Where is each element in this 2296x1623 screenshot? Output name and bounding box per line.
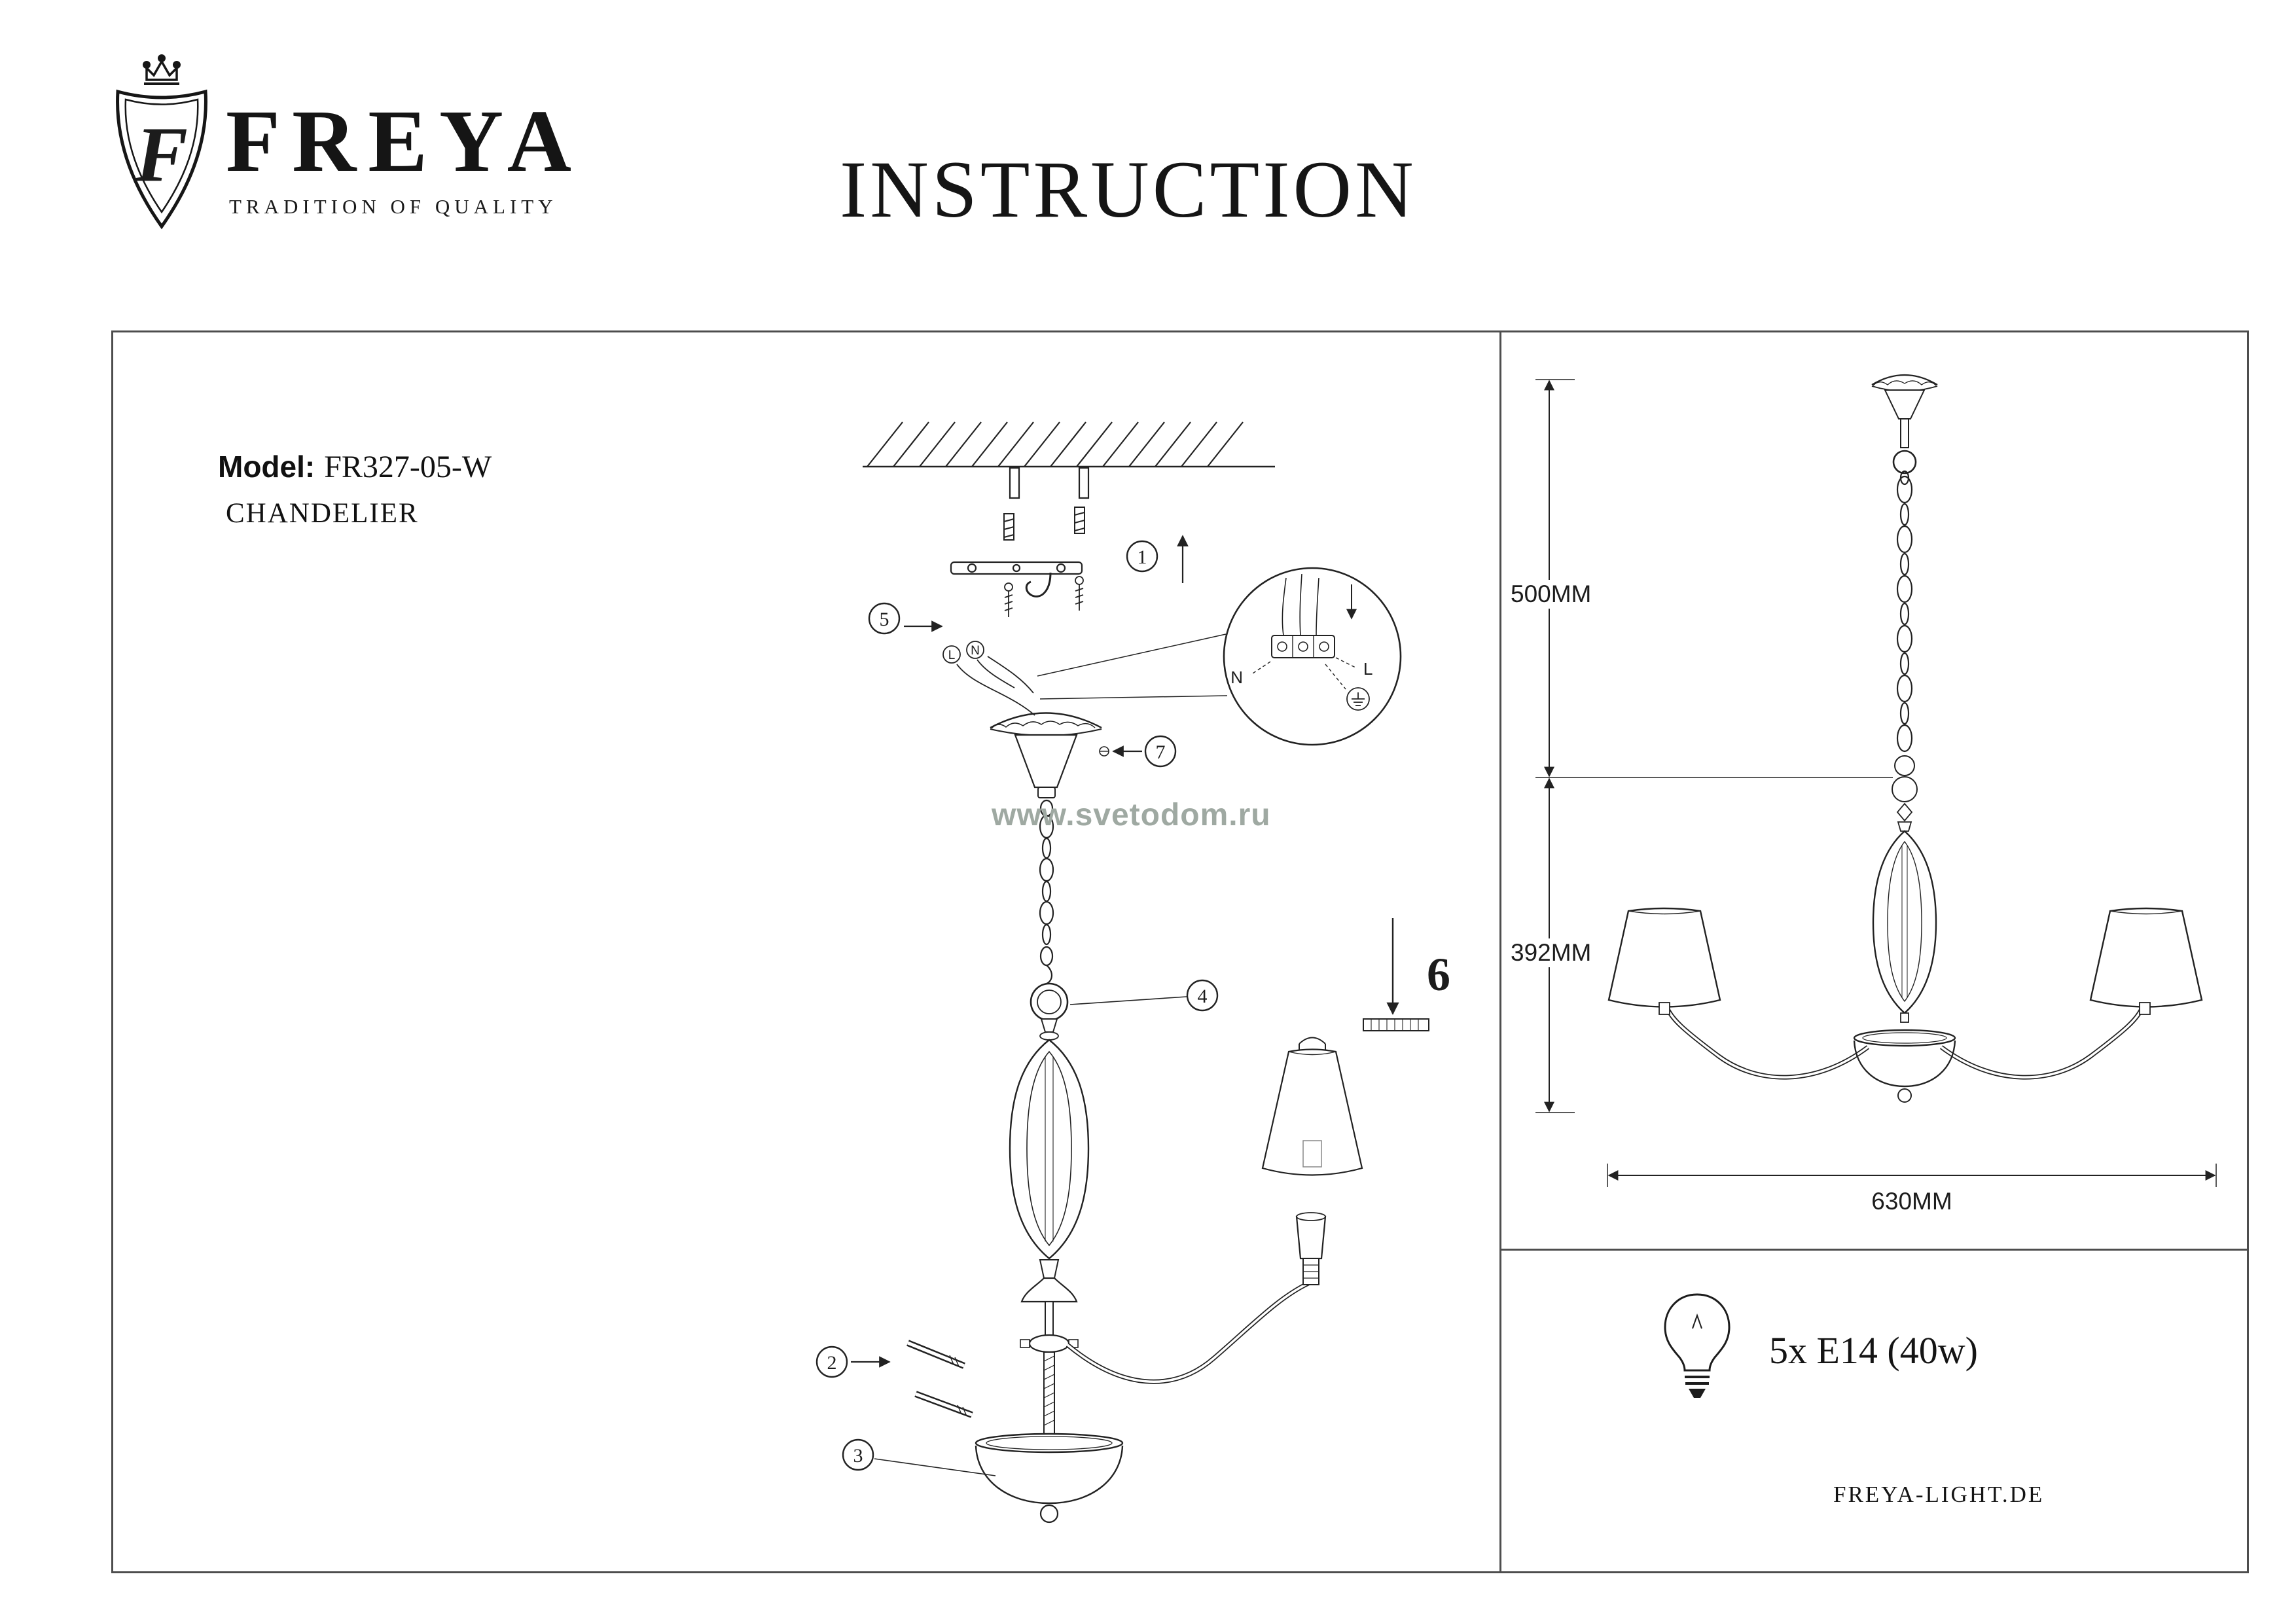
vertical-divider [1499,332,1501,1571]
logo-crest-icon: F [116,54,207,230]
wire-label-l: L [948,649,956,662]
dim-label-630: 630MM [1871,1188,1952,1215]
website-footer: FREYA-LIGHT.DE [1833,1482,2045,1507]
step-number-5: 5 [880,609,889,630]
bulb-spec: 5x E14 (40w) [1769,1329,1978,1372]
mounting-plate [950,561,1083,575]
freya-logo: F [98,51,226,260]
step-number-6: 6 [1427,948,1450,1001]
bottom-bowl [975,1433,1124,1524]
shade-ring [1363,1018,1429,1031]
fixture-ornament [1892,755,1918,822]
arm-pipe-parts [906,1340,973,1418]
arm-drawing [1066,1281,1310,1384]
step-number-3: 3 [853,1445,863,1467]
wiring-detail-circle: N L [1223,567,1402,746]
horizontal-divider [1499,1249,2247,1251]
ceiling-hook [1025,572,1052,597]
assembly-diagram: 1 5 [816,421,1450,1524]
terminal-label-n: N [1230,668,1243,687]
supply-wires [942,641,1035,716]
fixture-canopy [1871,374,1938,474]
logo-letter: F [135,111,188,198]
crown-icon [143,54,181,85]
step-marker-2: 2 [816,1346,891,1378]
step-marker-7: 7 [1099,735,1177,768]
fixture-body [1872,821,1937,1023]
shield-icon [116,89,207,230]
fixture-shades [1607,907,2203,1015]
step-marker-1: 1 [1126,535,1189,583]
brand-tagline: TRADITION OF QUALITY [229,195,558,218]
threaded-rod [1043,1351,1055,1435]
page-title: INSTRUCTION [840,145,1417,234]
brand-name: FREYA [226,92,583,190]
dim-label-bg-392 [1507,938,1593,967]
content-box: Model: FR327-05-W CHANDELIER 1 [111,330,2249,1573]
step-number-4: 4 [1198,986,1208,1007]
body-drawing [1009,1018,1090,1353]
ceiling-hatch [863,421,1275,499]
dim-label-500: 500MM [1511,580,1591,607]
wall-anchors [1003,507,1085,541]
model-label: Model: [218,450,315,484]
step-marker-5: 5 [868,602,943,635]
fixture-chain [1896,470,1913,753]
socket-drawing [1295,1212,1327,1285]
product-type: CHANDELIER [226,498,419,529]
dimension-lines [1535,379,2217,1187]
step-number-1: 1 [1138,546,1147,568]
model-value: FR327-05-W [324,450,492,484]
wire-label-n: N [971,644,980,658]
model-info: Model: FR327-05-W [218,449,492,485]
step-marker-6: 6 [1386,918,1450,1015]
ground-icon [1346,687,1370,711]
terminal-label-l: L [1363,659,1372,679]
detail-leader-bottom [1039,695,1228,700]
step-number-7: 7 [1156,741,1166,763]
dim-label-bg-500 [1507,580,1593,609]
hanging-ring [1030,982,1069,1022]
watermark: www.svetodom.ru [992,798,1271,832]
mounting-screws [1004,576,1084,617]
detail-leader-top [1037,633,1227,677]
fixture-arms [1665,1008,2144,1080]
step-marker-3: 3 [842,1438,996,1476]
step-marker-4: 4 [1069,979,1219,1012]
dimension-diagram: 500MM 392MM 630MM [1507,374,2217,1215]
dim-label-392: 392MM [1511,939,1591,966]
fixture-bowl [1853,1029,1956,1103]
bulb-icon [1664,1293,1731,1398]
canopy-drawing [990,712,1102,798]
shade-drawing [1261,1037,1363,1176]
step-number-2: 2 [827,1352,837,1374]
